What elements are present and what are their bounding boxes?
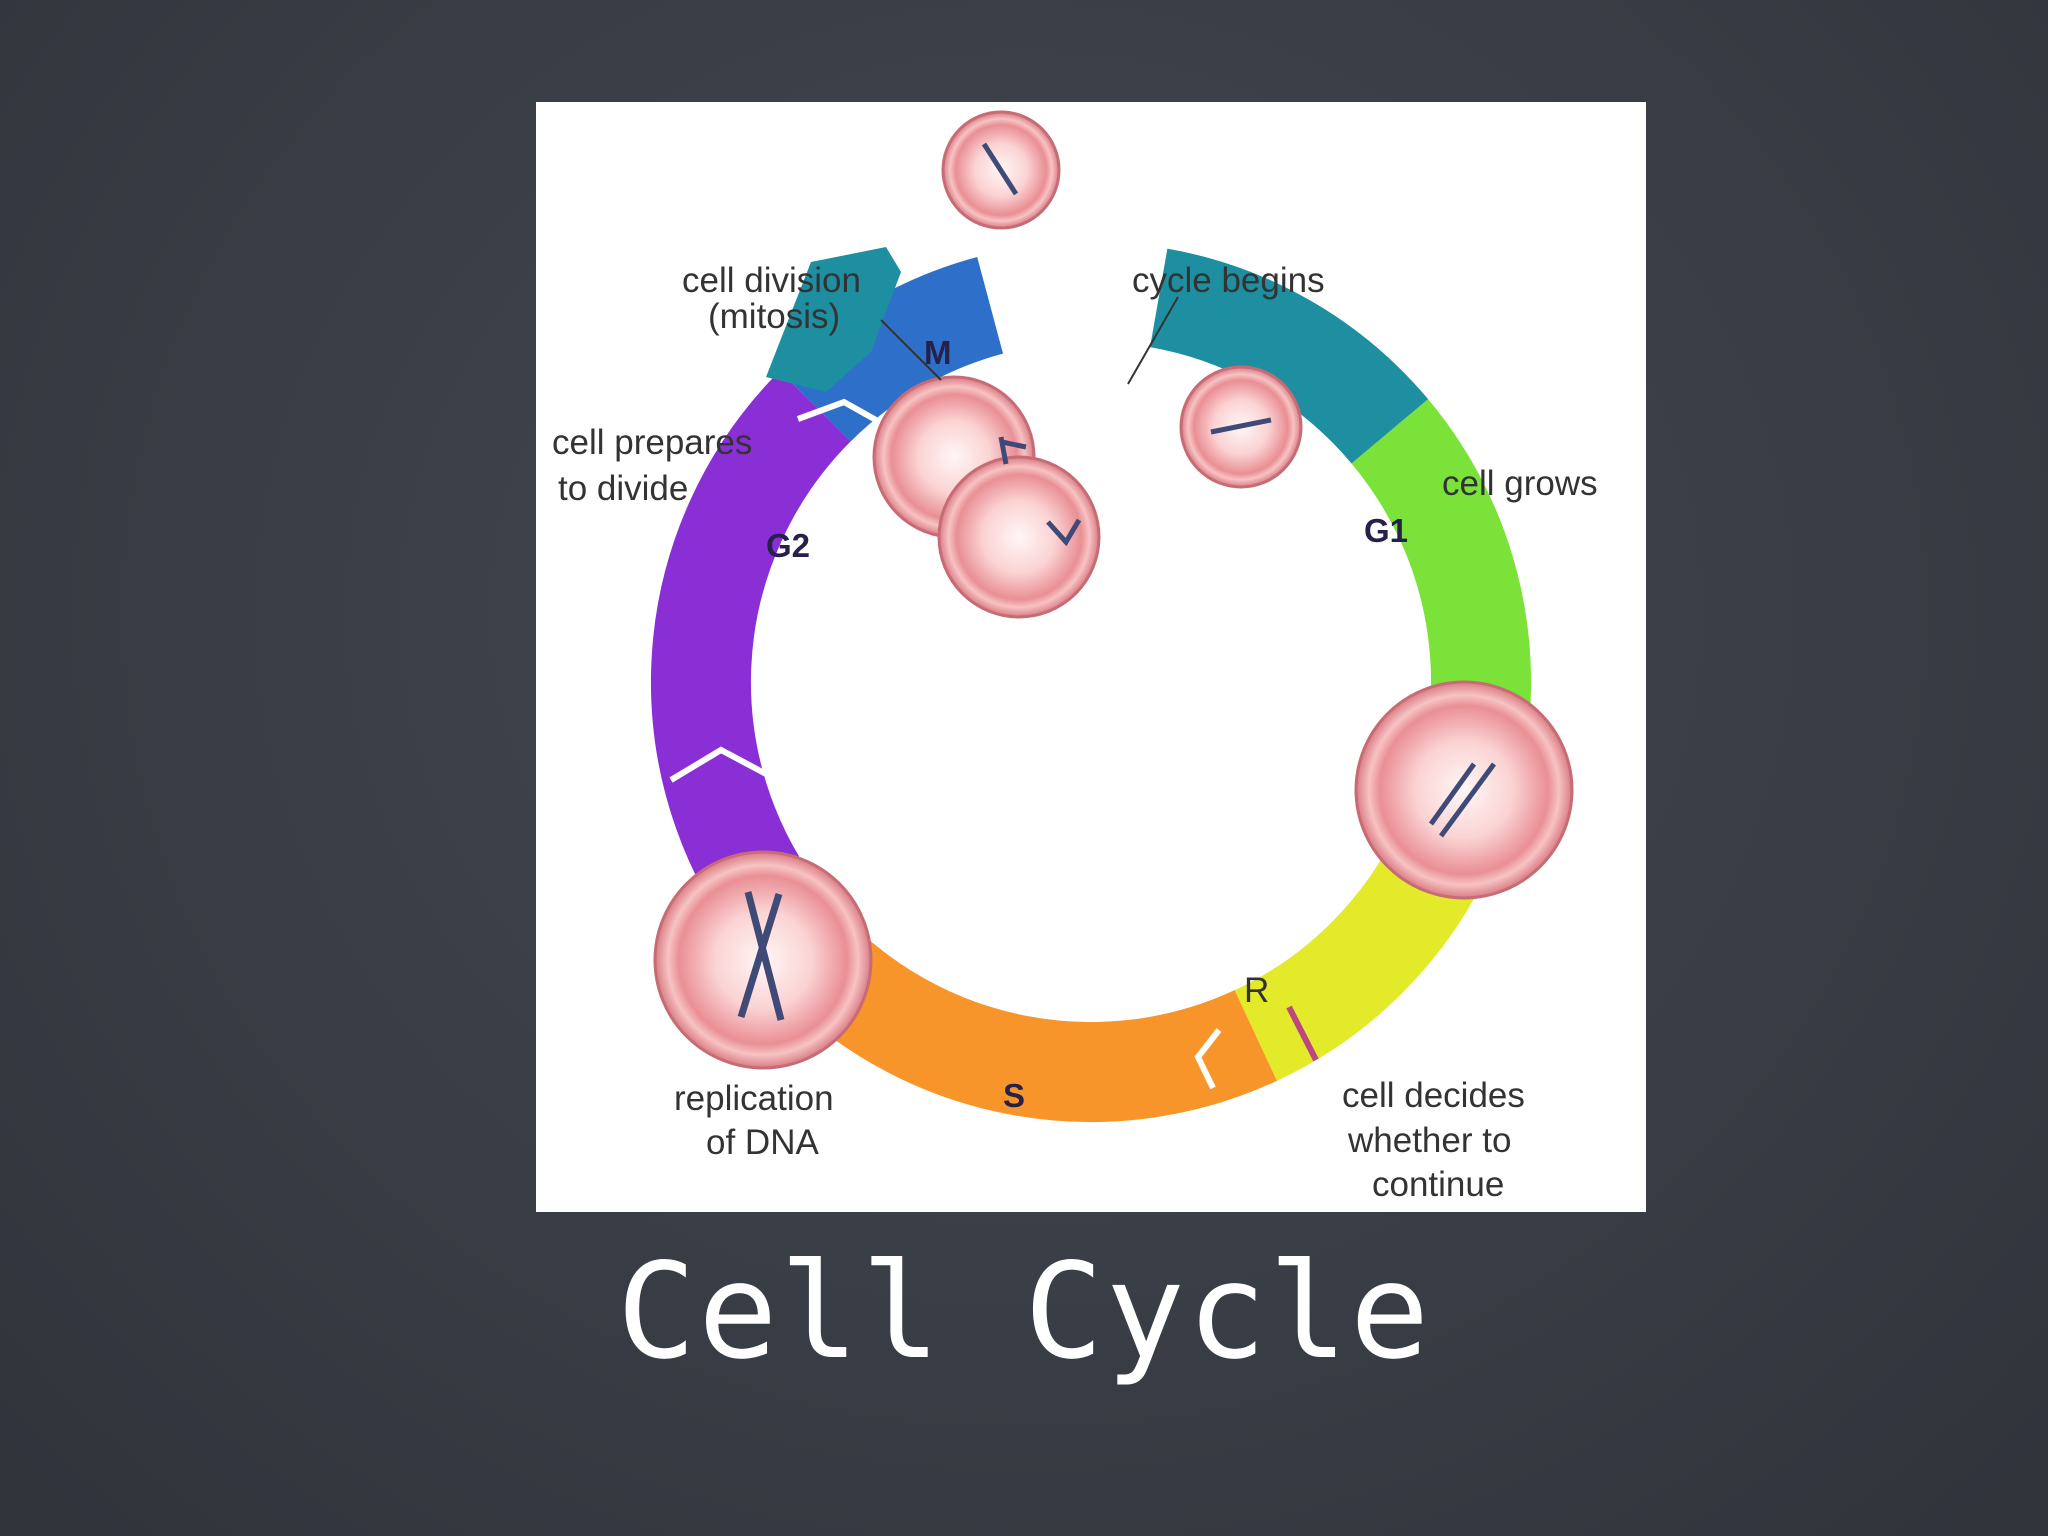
phase-label-m: M (924, 334, 952, 371)
ring-segment-start (1149, 248, 1429, 465)
boundary-chevron-m-g2 (796, 398, 878, 423)
cell-s (653, 850, 873, 1070)
label-mitosis: (mitosis) (708, 297, 840, 336)
cell-cycle-diagram: M G1 S G2 R cell division (mitosis) cycl… (552, 110, 1598, 1204)
label-of-dna: of DNA (706, 1123, 819, 1162)
label-continue: continue (1372, 1165, 1504, 1204)
phase-label-g2: G2 (766, 527, 810, 564)
cell-top (941, 110, 1061, 230)
phase-label-s: S (1003, 1077, 1025, 1114)
boundary-chevron-g2-s (669, 746, 770, 783)
ring-segment-m (779, 257, 1004, 443)
label-replication: replication (674, 1079, 834, 1118)
cell-g1-large (1354, 680, 1574, 900)
label-cycle-begins: cycle begins (1132, 261, 1325, 300)
label-cell-grows: cell grows (1442, 464, 1598, 503)
cell-dividing (872, 375, 1101, 619)
label-whether-to: whether to (1347, 1121, 1511, 1160)
leader-cycle-begins (1127, 296, 1179, 385)
label-cell-division: cell division (682, 261, 861, 300)
boundary-chevron-s-g1 (1194, 1028, 1222, 1090)
cell-g1-small (1179, 365, 1303, 489)
label-to-divide: to divide (558, 469, 688, 508)
cell-cycle-figure: M G1 S G2 R cell division (mitosis) cycl… (536, 102, 1646, 1212)
label-cell-decides: cell decides (1342, 1076, 1525, 1115)
boundary-chevron-m-g1 (1066, 352, 1100, 422)
label-cell-prepares: cell prepares (552, 423, 752, 462)
restriction-point-label: R (1244, 971, 1269, 1010)
phase-label-g1: G1 (1364, 512, 1408, 549)
mitosis-arrow (766, 247, 901, 392)
slide-title: Cell Cycle (616, 1235, 1432, 1389)
restriction-mark (1286, 1005, 1319, 1062)
leader-mitosis (880, 319, 942, 381)
